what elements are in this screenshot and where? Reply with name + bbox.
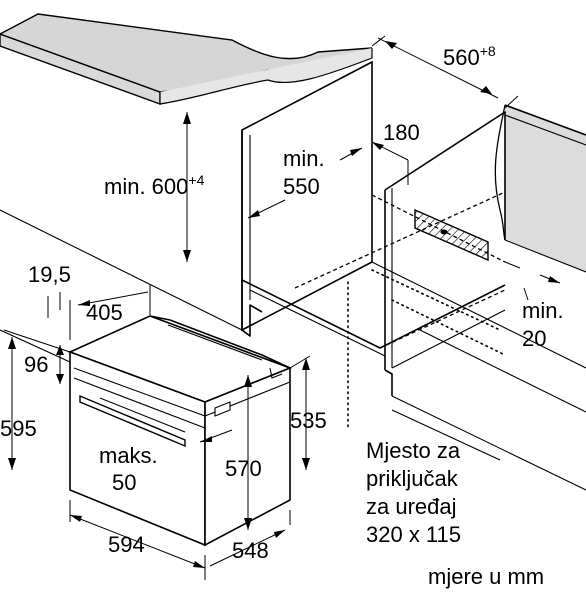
handle-max-label-a: maks. — [99, 443, 158, 468]
niche-height-label: min. 600+4 — [104, 172, 205, 199]
oven-total-height-label: 595 — [0, 416, 37, 441]
vent-depth-label: 180 — [383, 120, 420, 145]
connection-label-line2: priključak — [366, 466, 459, 491]
connection-label-line1: Mjesto za — [366, 438, 461, 463]
oven-panel-height-label: 96 — [24, 352, 48, 377]
oven — [67, 315, 293, 547]
oven-top-offset-label: 19,5 — [28, 262, 71, 287]
oven-inner-height-label: 570 — [225, 456, 262, 481]
right-countertop — [494, 104, 586, 273]
units-note: mjere u mm — [428, 564, 544, 589]
cabinet-niche — [0, 60, 586, 491]
oven-top-depth-label: 405 — [86, 300, 123, 325]
oven-body-height-label: 535 — [290, 408, 327, 433]
connection-label-line4: 320 x 115 — [366, 522, 461, 547]
connection-label-line3: za uređaj — [366, 494, 457, 519]
handle-max-label-b: 50 — [112, 470, 136, 495]
niche-depth-label-a: min. — [283, 146, 325, 171]
countertop — [0, 13, 373, 105]
connection-box — [414, 208, 489, 262]
oven-width-label: 594 — [108, 532, 145, 557]
niche-depth-label-b: 550 — [283, 174, 320, 199]
side-gap-label-a: min. — [522, 298, 564, 323]
dimension-lines — [3, 35, 561, 580]
niche-width-label: 560+8 — [443, 43, 496, 70]
connection-dotted-guide — [347, 269, 506, 431]
oven-depth-label: 548 — [232, 538, 269, 563]
side-gap-label-b: 20 — [522, 326, 546, 351]
